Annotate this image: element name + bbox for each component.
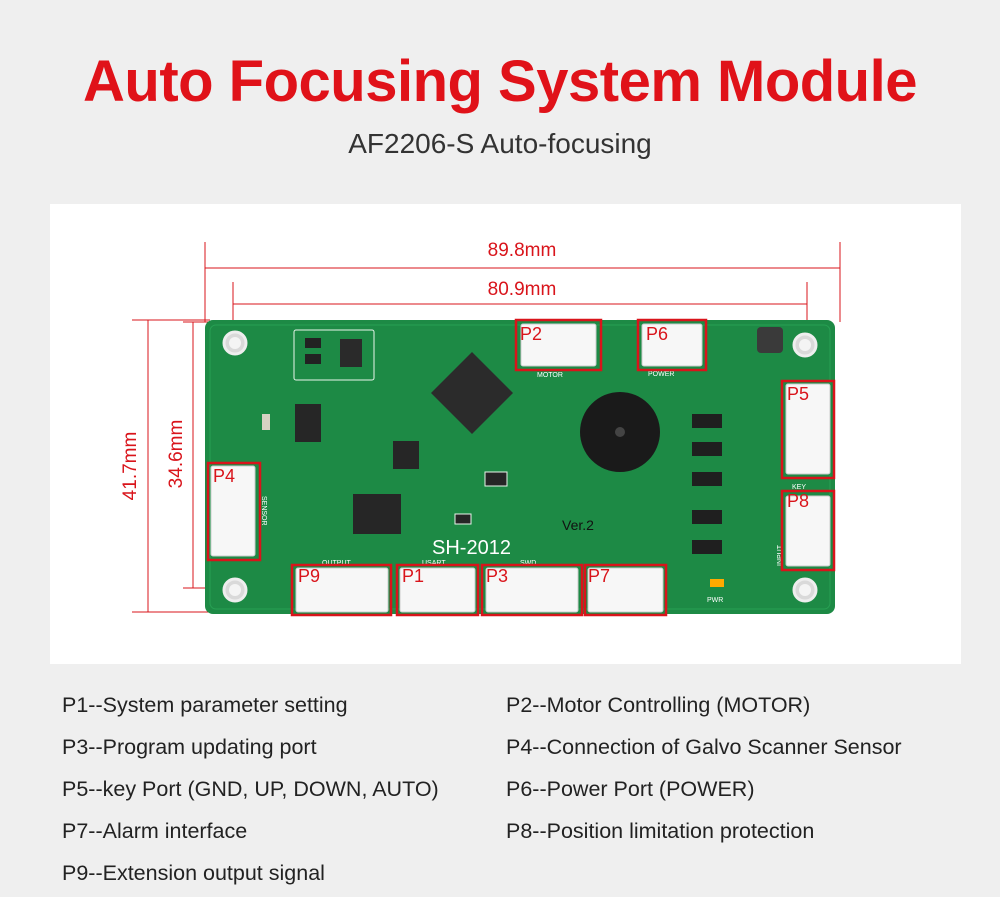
spec-p5: P5--key Port (GND, UP, DOWN, AUTO)	[62, 777, 439, 801]
dimension-lines	[132, 242, 841, 613]
spec-p2: P2--Motor Controlling (MOTOR)	[506, 693, 811, 717]
spec-p3: P3--Program updating port	[62, 735, 317, 759]
product-image-panel: 89.8mm 80.9mm 41.7mm 34.6mm	[50, 204, 961, 664]
spec-p7: P7--Alarm interface	[62, 819, 248, 843]
silk-motor: MOTOR	[537, 372, 563, 379]
port-label-p4: P4	[213, 466, 235, 486]
spec-p8: P8--Position limitation protection	[506, 819, 815, 843]
port-label-p6: P6	[646, 324, 668, 344]
dim-overall-length: 89.8mm	[488, 240, 557, 261]
silk-output: OUTPUT	[322, 560, 352, 567]
port-label-p7: P7	[588, 566, 610, 586]
port-label-p5: P5	[787, 384, 809, 404]
components	[262, 327, 783, 587]
silk-pwr: PWR	[707, 597, 723, 604]
board-marking: SH-2012	[432, 537, 511, 559]
port-label-p8: P8	[787, 491, 809, 511]
spec-p1: P1--System parameter setting	[62, 693, 348, 717]
dim-overall-width: 41.7mm	[120, 432, 141, 501]
silk-sensor: SENSOR	[260, 496, 267, 526]
port-callouts	[206, 318, 836, 617]
silk-power: POWER	[648, 371, 674, 378]
spec-p6: P6--Power Port (POWER)	[506, 777, 755, 801]
mounting-holes	[222, 330, 818, 603]
silk-key: KEY	[792, 484, 806, 491]
silk-usart: USART	[422, 560, 446, 567]
pcb-board	[205, 320, 835, 614]
connectors	[210, 323, 831, 613]
port-label-p3: P3	[486, 566, 508, 586]
page-title: Auto Focusing System Module	[83, 49, 918, 114]
port-label-p1: P1	[402, 566, 424, 586]
silk-input: INPUT	[777, 544, 784, 566]
silk-swd: SWD	[520, 560, 536, 567]
page-subtitle: AF2206-S Auto-focusing	[348, 128, 652, 159]
port-label-p2: P2	[520, 324, 542, 344]
spec-p4: P4--Connection of Galvo Scanner Sensor	[506, 735, 902, 759]
pcb-diagram: 89.8mm 80.9mm 41.7mm 34.6mm	[120, 240, 841, 617]
dim-hole-width: 34.6mm	[166, 420, 187, 489]
port-label-p9: P9	[298, 566, 320, 586]
dim-hole-length: 80.9mm	[488, 279, 557, 300]
board-version: Ver.2	[562, 517, 594, 533]
spec-p9: P9--Extension output signal	[62, 861, 325, 885]
